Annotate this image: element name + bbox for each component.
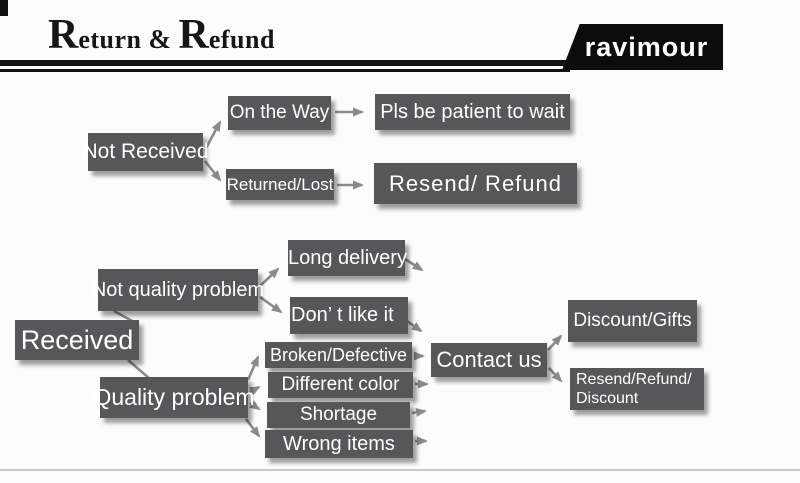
node-wrong-items: Wrong items (265, 430, 413, 458)
node-pls-be-patient: Pls be patient to wait (375, 94, 570, 130)
node-shortage: Shortage (267, 402, 410, 428)
node-resend-refund-discount-line1: Resend/Refund/ (576, 370, 692, 388)
node-contact-us: Contact us (431, 343, 547, 377)
title-initial: R (178, 12, 209, 58)
bottom-rule (0, 469, 800, 471)
node-resend-refund: Resend/ Refund (374, 163, 577, 204)
title-initial: R (48, 12, 79, 58)
node-resend-refund-discount: Resend/Refund/ Discount (570, 368, 704, 410)
brand-logo-text: ravimour (584, 31, 709, 62)
node-long-delivery: Long delivery (288, 240, 407, 276)
header-rule-thick (0, 60, 578, 66)
node-not-received: Not Received (82, 133, 209, 171)
node-quality-problem: Quality problem (93, 377, 255, 418)
node-discount-gifts: Discount/Gifts (568, 300, 697, 342)
ampersand: & (148, 24, 172, 54)
node-not-quality-problem: Not quality problem (92, 269, 264, 311)
node-broken-defective: Broken/Defective (265, 342, 412, 368)
corner-mark (0, 0, 8, 16)
node-returned-lost: Returned/Lost (226, 169, 334, 200)
node-dont-like-it: Don’ t like it (290, 297, 408, 334)
header-rule-thin (0, 69, 570, 72)
node-different-color: Different color (268, 372, 413, 398)
node-on-the-way: On the Way (228, 96, 331, 130)
node-resend-refund-discount-line2: Discount (576, 390, 639, 407)
node-received: Received (15, 320, 139, 360)
brand-logo: ravimour (562, 24, 723, 70)
